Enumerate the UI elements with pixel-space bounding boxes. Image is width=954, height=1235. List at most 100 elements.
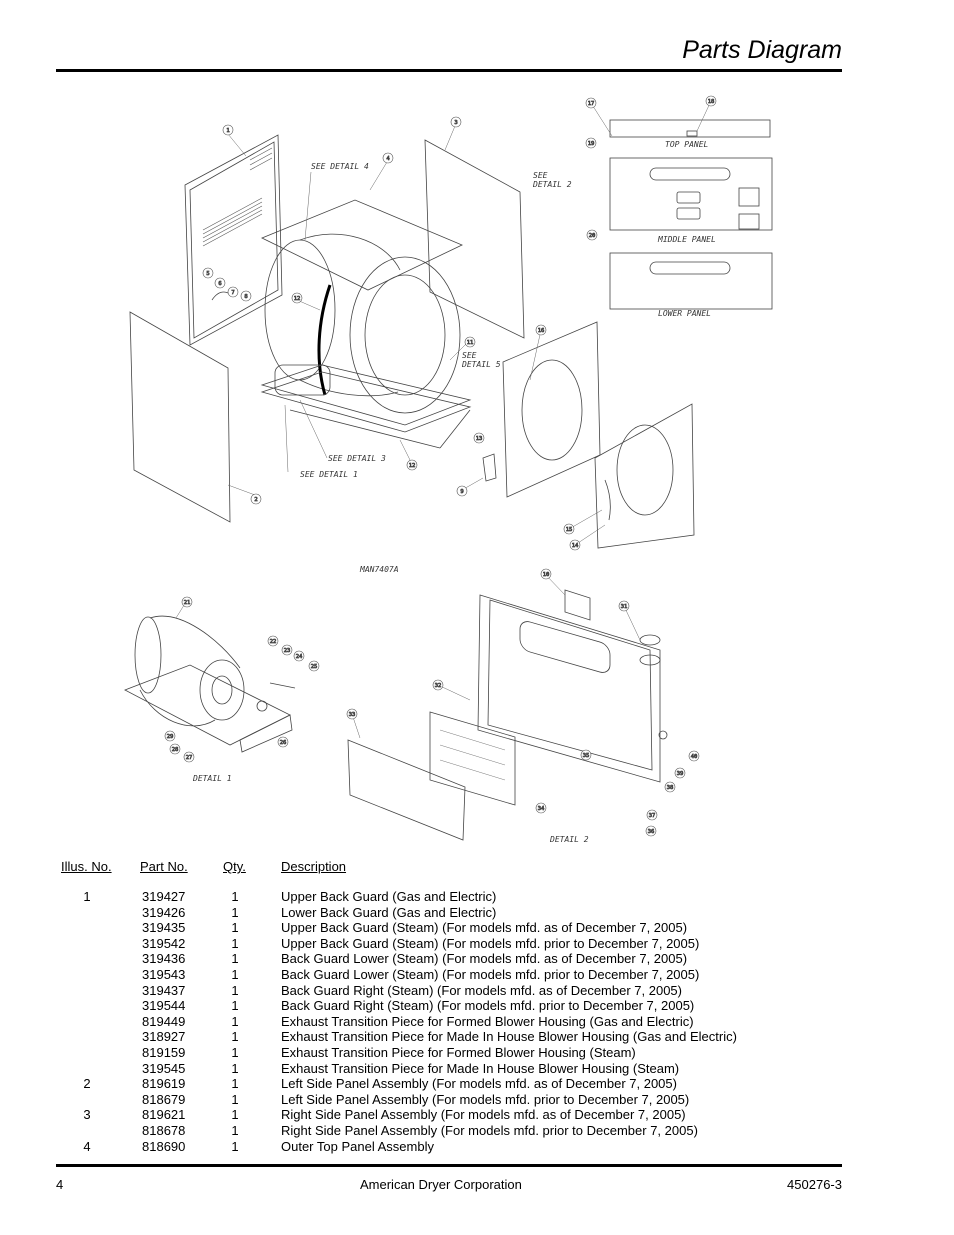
description-cell: Outer Top Panel Assembly [281,1138,434,1154]
part-no-cell: 818678 [142,1122,186,1138]
callout-21: 21 [184,600,191,606]
exploded-parts-diagram: 1 2 3 4 5 6 7 8 9 10 11 12 12 13 14 15 1… [124,95,773,844]
description-cell: Lower Back Guard (Gas and Electric) [281,904,497,920]
callout-37: 37 [649,813,656,819]
callout-32: 32 [435,683,442,689]
description-cell: Exhaust Transition Piece for Formed Blow… [281,1013,694,1029]
part-no-cell: 819449 [142,1013,186,1029]
callout-9: 9 [460,489,463,495]
qty-cell: 1 [231,1138,239,1154]
qty-cell: 1 [231,935,239,951]
callout-14: 14 [572,543,579,549]
footer-rule [56,1164,842,1167]
part-no-cell: 318927 [142,1029,186,1045]
illus-no-cell: 4 [83,1138,91,1154]
callout-5: 5 [206,271,209,277]
description-cell: Right Side Panel Assembly (For models mf… [281,1107,686,1123]
callout-18: 18 [708,99,715,105]
part-no-cell: 319435 [142,920,186,936]
table-row: 4 818690 1 Outer Top Panel Assembly [0,1139,954,1155]
document-number: 450276-3 [787,1177,842,1192]
qty-cell: 1 [231,1122,239,1138]
description-cell: Back Guard Lower (Steam) (For models mfd… [281,966,700,982]
label-see-detail-4: SEE DETAIL 4 [311,162,369,171]
page-number: 4 [56,1177,64,1192]
description-cell: Upper Back Guard (Steam) (For models mfd… [281,920,688,936]
part-no-cell: 819159 [142,1044,186,1060]
callout-38: 38 [667,785,674,791]
callout-24: 24 [296,654,303,660]
callout-3: 3 [454,120,457,126]
callout-27: 27 [186,755,193,761]
description-cell: Back Guard Right (Steam) (For models mfd… [281,998,695,1014]
description-cell: Exhaust Transition Piece for Formed Blow… [281,1044,636,1060]
description-cell: Exhaust Transition Piece for Made In Hou… [281,1029,737,1045]
table-row: 319426 1 Lower Back Guard (Gas and Electri… [0,905,954,921]
callout-23: 23 [284,648,291,654]
back-guard-drawing [184,134,283,346]
description-cell: Left Side Panel Assembly (For models mfd… [281,1076,677,1092]
left-side-panel-drawing [129,311,231,523]
qty-cell: 1 [231,920,239,936]
callout-17: 17 [588,101,595,107]
table-row: 818678 1 Right Side Panel Assembly (For mo… [0,1123,954,1139]
part-no-cell: 818690 [142,1138,186,1154]
qty-cell: 1 [231,1044,239,1060]
callout-13: 13 [476,436,483,442]
outer-top-panel-drawing [261,199,463,291]
header-illus-no: Illus. No. [61,859,112,874]
control-panel-detail-drawing [347,589,668,841]
label-see-detail-2a: SEE [533,171,548,180]
callout-19: 19 [588,141,595,147]
right-side-panel-drawing [424,139,525,339]
part-no-cell: 319437 [142,982,186,998]
label-see-detail-1: SEE DETAIL 1 [300,470,358,479]
motor-detail-drawing [124,615,296,753]
callout-bubbles: 1 2 3 4 5 6 7 8 9 10 11 12 12 13 14 15 1… [164,95,717,837]
qty-cell: 1 [231,1091,239,1107]
description-cell: Upper Back Guard (Gas and Electric) [281,889,497,904]
label-detail-1: DETAIL 1 [192,774,232,783]
qty-cell: 1 [231,1029,239,1045]
part-no-cell: 319426 [142,904,186,920]
qty-cell: 1 [231,998,239,1014]
control-panels-drawing [609,119,773,310]
callout-34: 34 [538,806,545,812]
qty-cell: 1 [231,1060,239,1076]
qty-cell: 1 [231,889,239,904]
callout-31: 31 [621,604,628,610]
label-see-detail-5b: DETAIL 5 [461,360,501,369]
callout-1: 1 [226,128,229,134]
drawing-number: MAN7407A [359,565,399,574]
label-lower-panel: LOWER PANEL [658,309,711,318]
qty-cell: 1 [231,904,239,920]
blower-housing-drawing [264,233,461,414]
label-see-detail-2b: DETAIL 2 [532,180,572,189]
part-no-cell: 818679 [142,1091,186,1107]
callout-8: 8 [244,294,247,300]
description-cell: Right Side Panel Assembly (For models mf… [281,1122,698,1138]
callout-36: 36 [648,829,655,835]
front-panel-drawing [482,321,695,549]
label-top-panel: TOP PANEL [665,140,709,149]
label-middle-panel: MIDDLE PANEL [657,235,716,244]
part-no-cell: 319545 [142,1060,186,1076]
qty-cell: 1 [231,966,239,982]
callout-26: 26 [280,740,287,746]
part-no-cell: 819619 [142,1076,186,1092]
callout-39: 39 [677,771,684,777]
callout-15: 15 [566,527,573,533]
company-name: American Dryer Corporation [360,1177,522,1192]
label-detail-2: DETAIL 2 [549,835,589,844]
